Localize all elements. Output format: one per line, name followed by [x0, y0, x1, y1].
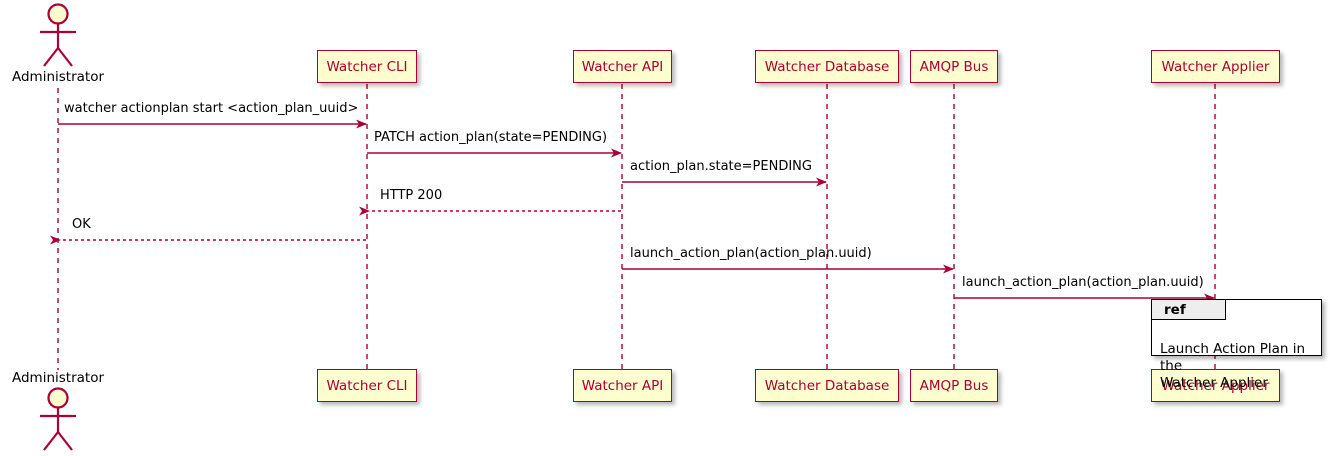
message-text: watcher actionplan start <action_plan_uu… — [64, 101, 359, 116]
participant-label: Watcher CLI — [326, 58, 408, 75]
reference-frame[interactable]: ref Launch Action Plan in the Watcher Ap… — [1151, 299, 1322, 391]
message-label-http-200: HTTP 200 — [380, 188, 442, 203]
message-label-launch-action-plan-bus-to-applier: launch_action_plan(action_plan.uuid) — [962, 275, 1204, 290]
participant-label: AMQP Bus — [919, 58, 989, 75]
participant-label: Watcher Applier — [1161, 377, 1270, 394]
participant-label: AMQP Bus — [919, 377, 989, 394]
reference-frame-body-text: Launch Action Plan in the Watcher Applie… — [1160, 341, 1306, 391]
participant-label: Watcher Database — [764, 58, 890, 75]
participant-box-watcher-cli-top[interactable]: Watcher CLI — [317, 50, 417, 83]
participant-box-watcher-database-top[interactable]: Watcher Database — [755, 50, 899, 83]
participant-box-watcher-applier-top[interactable]: Watcher Applier — [1151, 50, 1280, 83]
participant-box-amqp-bus-bottom[interactable]: AMQP Bus — [910, 369, 998, 402]
actor-label-administrator-bottom: Administrator — [0, 370, 116, 386]
participant-box-amqp-bus-top[interactable]: AMQP Bus — [910, 50, 998, 83]
participant-label: Watcher Database — [764, 377, 890, 394]
message-text: action_plan.state=PENDING — [630, 159, 812, 174]
participant-label: Watcher CLI — [326, 377, 408, 394]
message-text: launch_action_plan(action_plan.uuid) — [630, 246, 872, 261]
message-label-ok: OK — [72, 217, 91, 232]
participant-label: Watcher Applier — [1161, 58, 1270, 75]
participant-box-watcher-applier-bottom[interactable]: Watcher Applier — [1151, 369, 1280, 402]
message-label-action-plan-state-pending: action_plan.state=PENDING — [630, 159, 812, 174]
reference-frame-tab-label: ref — [1164, 302, 1186, 318]
actor-administrator-bottom — [40, 387, 76, 451]
reference-frame-tab — [1152, 300, 1226, 320]
message-label-watcher-actionplan-start: watcher actionplan start <action_plan_uu… — [64, 101, 358, 116]
participant-label: Watcher API — [581, 377, 664, 394]
actor-label-administrator-top: Administrator — [0, 69, 116, 85]
message-text: HTTP 200 — [380, 188, 443, 203]
participant-box-watcher-database-bottom[interactable]: Watcher Database — [755, 369, 899, 402]
actor-administrator-top — [40, 3, 76, 67]
lifelines — [57, 84, 1216, 370]
participant-box-watcher-cli-bottom[interactable]: Watcher CLI — [317, 369, 417, 402]
participant-label: Watcher API — [581, 58, 664, 75]
message-label-patch-action-plan: PATCH action_plan(state=PENDING) — [374, 130, 607, 145]
actor-name: Administrator — [11, 370, 105, 386]
message-text: OK — [72, 217, 91, 232]
actor-name: Administrator — [11, 69, 105, 85]
message-text: launch_action_plan(action_plan.uuid) — [962, 275, 1204, 290]
message-arrows — [50, 119, 1215, 303]
participant-box-watcher-api-top[interactable]: Watcher API — [573, 50, 672, 83]
message-text: PATCH action_plan(state=PENDING) — [374, 130, 608, 145]
message-label-launch-action-plan-api-to-bus: launch_action_plan(action_plan.uuid) — [630, 246, 872, 261]
participant-box-watcher-api-bottom[interactable]: Watcher API — [573, 369, 672, 402]
